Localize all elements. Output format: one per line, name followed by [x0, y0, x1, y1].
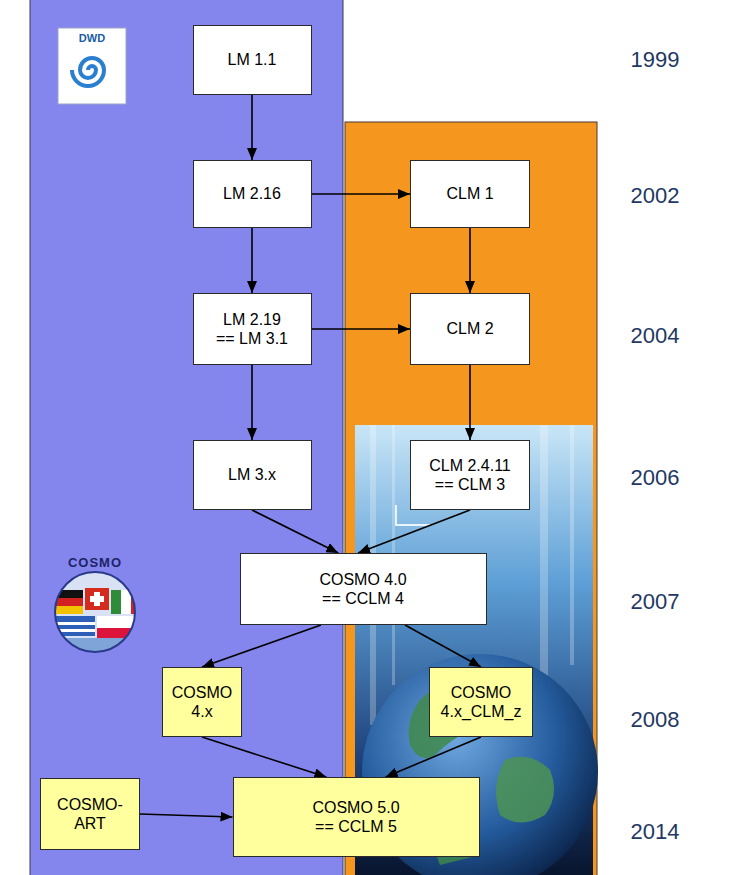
box-text: LM 2.19 == LM 3.1 — [214, 310, 290, 348]
earth-land — [496, 757, 554, 823]
year-label: 2006 — [631, 465, 680, 491]
version-box: LM 3.x — [193, 440, 312, 510]
version-box: LM 2.19 == LM 3.1 — [193, 293, 312, 365]
version-arrow — [251, 365, 253, 440]
version-arrow — [469, 228, 471, 293]
version-arrow — [251, 95, 253, 160]
version-arrow — [312, 193, 411, 195]
box-text: COSMO 4.x_CLM_z — [438, 683, 524, 721]
new-version-box: COSMO 4.x_CLM_z — [429, 667, 533, 737]
logo-text: DWD — [79, 32, 105, 44]
flag-stripe — [97, 616, 137, 628]
light-streak — [540, 425, 548, 705]
version-arrow — [252, 510, 338, 553]
version-arrow — [251, 228, 253, 293]
version-arrow — [202, 625, 321, 667]
box-text: COSMO 4.0 == CCLM 4 — [313, 570, 413, 608]
dwd-logo — [58, 28, 126, 104]
version-box: CLM 1 — [410, 160, 530, 228]
flag-stripe — [55, 622, 95, 625]
version-box: CLM 2.4.11 == CLM 3 — [410, 440, 530, 510]
box-text: LM 2.16 — [223, 184, 281, 203]
box-text: CLM 2.4.11 == CLM 3 — [425, 456, 515, 494]
cosmo-flags — [55, 588, 141, 658]
box-text: LM 1.1 — [228, 50, 277, 69]
box-text: CLM 1 — [446, 184, 493, 203]
version-arrow — [405, 625, 481, 667]
version-arrow — [312, 328, 411, 330]
year-label: 2007 — [631, 589, 680, 615]
year-label: 1999 — [631, 47, 680, 73]
flag-stripe — [131, 590, 141, 614]
version-box: COSMO 4.0 == CCLM 4 — [240, 553, 487, 625]
box-text: LM 3.x — [228, 465, 276, 484]
version-arrow — [202, 737, 326, 777]
year-label: 2004 — [631, 323, 680, 349]
flag-swiss — [85, 588, 109, 610]
flag-stripe — [111, 590, 121, 614]
flag-cross — [90, 596, 104, 602]
dwd-panel — [30, 0, 343, 875]
logo-text: COSMO — [68, 555, 122, 570]
year-label: 2014 — [631, 819, 680, 845]
new-version-box: COSMO-ART — [40, 778, 140, 850]
box-text: COSMO 4.x — [170, 683, 234, 721]
box-text: COSMO-ART — [55, 795, 125, 833]
version-box: CLM 2 — [410, 293, 530, 365]
flag-stripe — [55, 598, 83, 606]
year-label: 2008 — [631, 707, 680, 733]
new-version-box: COSMO 4.x — [162, 667, 242, 737]
version-arrow — [140, 814, 233, 817]
version-box: LM 2.16 — [193, 160, 312, 228]
version-arrow — [386, 737, 481, 777]
new-version-box: COSMO 5.0 == CCLM 5 — [233, 777, 480, 857]
box-text: COSMO 5.0 == CCLM 5 — [306, 798, 406, 836]
flag-stripe — [55, 606, 83, 614]
version-arrow — [358, 510, 470, 553]
cosmo-ring — [55, 572, 135, 652]
dwd-spiral — [72, 58, 104, 86]
version-arrow — [469, 365, 471, 440]
light-streak — [570, 425, 574, 665]
version-box: LM 1.1 — [193, 25, 312, 95]
year-label: 2002 — [631, 183, 680, 209]
box-text: CLM 2 — [446, 319, 493, 338]
